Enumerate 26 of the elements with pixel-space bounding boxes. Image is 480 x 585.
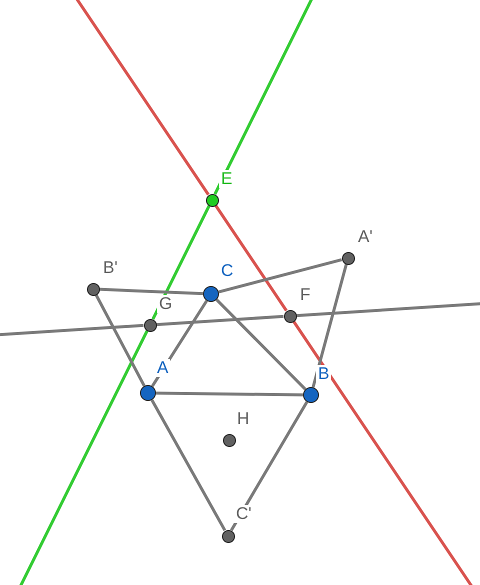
- point-marker: [342, 252, 354, 264]
- line-segment: [312, 264, 348, 388]
- point-label: B: [316, 365, 332, 383]
- line-segment: [156, 314, 284, 326]
- line-segment: [152, 205, 210, 320]
- line-segment: [151, 300, 208, 388]
- point-label: E: [219, 170, 234, 188]
- point-marker: [222, 434, 236, 446]
- point-label: A: [155, 359, 170, 377]
- line-segment: [99, 288, 204, 296]
- point-marker: [140, 385, 156, 401]
- point-marker: [86, 282, 100, 296]
- point-marker: [284, 310, 296, 322]
- point-marker: [144, 318, 156, 332]
- point-marker: [206, 194, 218, 206]
- line-segment: [216, 298, 306, 390]
- point-marker: [203, 286, 219, 302]
- point-marker: [303, 387, 319, 403]
- line-segment: [94, 294, 146, 387]
- line-segment: [150, 399, 226, 532]
- line-segment: [218, 258, 342, 294]
- point-label: C': [234, 505, 254, 523]
- line-segment: [156, 392, 304, 396]
- line-segment: [230, 401, 308, 532]
- line-segment: [214, 204, 288, 312]
- point-marker: [222, 530, 234, 542]
